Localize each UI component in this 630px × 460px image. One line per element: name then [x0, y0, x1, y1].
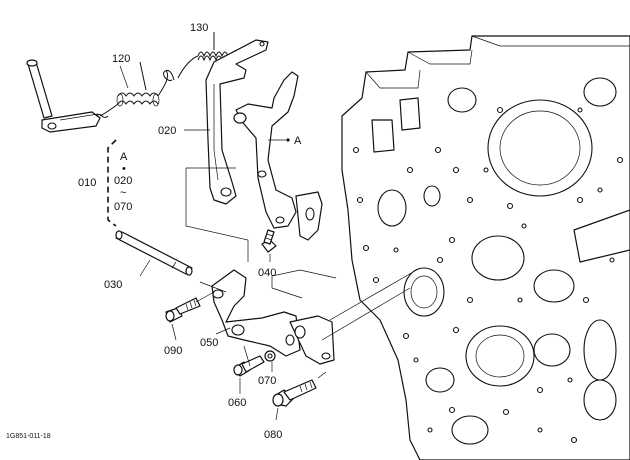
bolt-060 [233, 355, 265, 377]
group-last: 070 [114, 201, 132, 213]
group-ref-letter: A [120, 151, 128, 163]
figure-code: 1G851-011-18 [6, 433, 51, 440]
fork-lever-a [233, 71, 323, 241]
callout-080: 080 [264, 429, 282, 441]
callout-labels: 130 120 020 010 030 040 090 050 070 060 … [78, 22, 302, 441]
callout-030: 030 [104, 279, 122, 291]
callout-070: 070 [258, 375, 276, 387]
assembly-guide-lines [185, 167, 421, 379]
bolt-040 [261, 229, 277, 253]
bracket-050 [211, 269, 335, 365]
spring-120 [99, 61, 169, 117]
callout-020: 020 [158, 125, 176, 137]
callout-090: 090 [164, 345, 182, 357]
engine-block [341, 35, 630, 460]
bolt-090 [165, 297, 201, 323]
group-bracket [107, 139, 117, 227]
ref-a-dot [286, 138, 290, 142]
callout-050: 050 [200, 337, 218, 349]
block-bolt-holes [352, 106, 624, 444]
group-legend: A • 020 ~ 070 [114, 151, 132, 213]
washer-070 [264, 350, 276, 362]
callout-040: 040 [258, 267, 276, 279]
shaft-030 [115, 230, 193, 276]
callout-060: 060 [228, 397, 246, 409]
callout-010: 010 [78, 177, 96, 189]
callout-130: 130 [190, 22, 208, 34]
group-tilde: ~ [120, 187, 126, 199]
ref-a-label: A [294, 135, 302, 147]
group-first: 020 [114, 175, 132, 187]
group-dot: • [122, 163, 126, 175]
governor-lever-020 [205, 39, 269, 205]
leader-lines [119, 36, 286, 421]
stop-lever [26, 59, 109, 133]
callout-120: 120 [112, 53, 130, 65]
bolt-080 [272, 379, 317, 407]
